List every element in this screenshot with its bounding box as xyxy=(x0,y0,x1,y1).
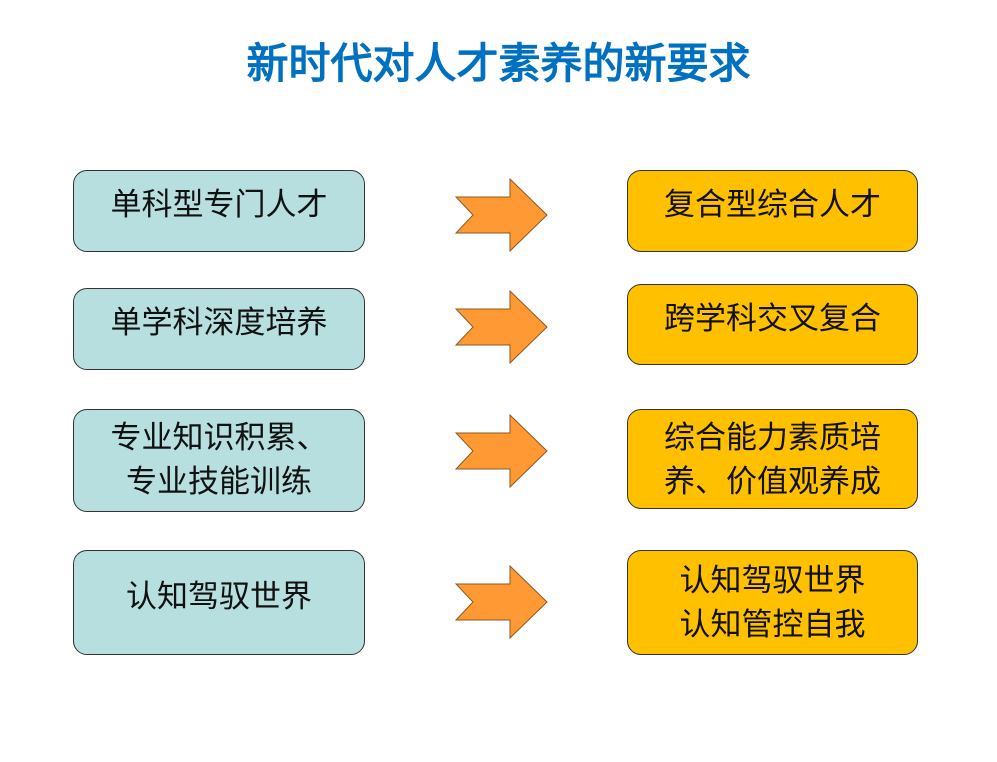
old-requirement-box: 单学科深度培养 xyxy=(73,288,365,370)
old-requirement-box: 专业知识积累、 专业技能训练 xyxy=(73,409,365,512)
new-requirement-box: 综合能力素质培 养、价值观养成 xyxy=(627,409,918,509)
new-requirement-box: 认知驾驭世界 认知管控自我 xyxy=(627,550,918,655)
old-requirement-box: 单科型专门人才 xyxy=(73,170,365,252)
right-arrow-icon xyxy=(455,178,548,252)
right-arrow-icon xyxy=(455,290,548,364)
right-arrow-icon xyxy=(455,414,548,488)
new-requirement-box: 复合型综合人才 xyxy=(627,170,918,252)
old-requirement-box: 认知驾驭世界 xyxy=(73,550,365,655)
right-arrow-icon xyxy=(455,565,548,639)
new-requirement-box: 跨学科交叉复合 xyxy=(627,284,918,365)
slide-title: 新时代对人才素养的新要求 xyxy=(246,39,751,88)
